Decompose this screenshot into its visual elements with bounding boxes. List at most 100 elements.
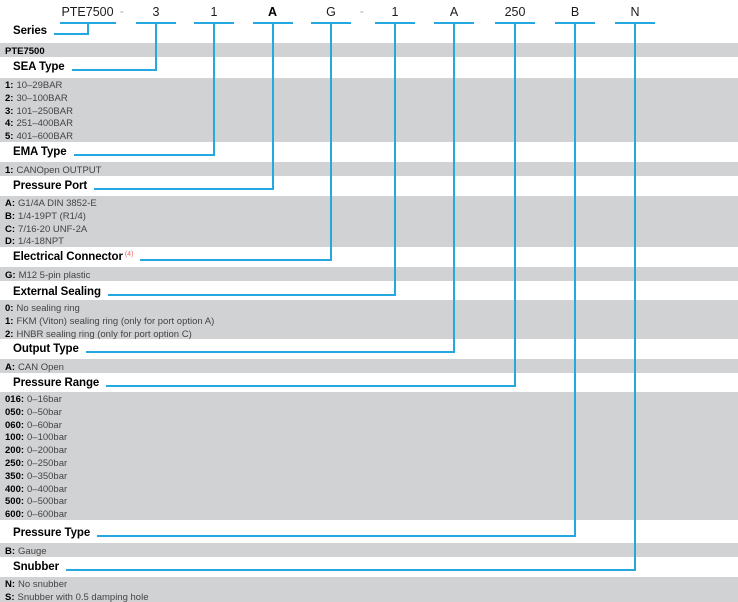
options-band-output-type: A:CAN Open [0,359,738,373]
section-heading-row-output-type: Output Type [13,343,455,356]
section-heading-sea-type: SEA Type [13,61,65,73]
option-code: D: [5,236,16,248]
code-underline [311,22,351,24]
section-heading-row-electrical-connector: Electrical Connector(4) [13,251,332,264]
connector-vline-output-type [453,24,455,353]
option-code: C: [5,223,16,235]
option-description: 1/4-19PT (R1/4) [18,210,86,222]
option-code: 100: [5,432,25,444]
option-code: G: [5,270,16,281]
code-underline [252,22,293,24]
option-description: HNBR sealing ring (only for port option … [16,329,192,340]
option-row-pressure-range-7: 400:0–400bar [0,482,738,495]
connector-hline-pressure-range [106,385,516,387]
code-segment-text: A [449,5,459,19]
section-heading-pressure-port: Pressure Port [13,180,88,192]
code-segment-series: PTE7500 [59,3,116,24]
option-row-pressure-range-5: 250:0–250bar [0,456,738,469]
code-segment-text: B [570,5,580,19]
connector-hline-series [53,33,89,35]
option-description: 101–250BAR [16,105,73,117]
connector-vline-snubber [634,24,636,571]
section-heading-row-pressure-type: Pressure Type [13,527,576,540]
connector-hline-external-sealing [107,294,396,296]
section-heading-row-pressure-port: Pressure Port [13,180,274,193]
option-code: 1: [5,165,14,176]
connector-hline-output-type [85,351,455,353]
code-segment-text: G [326,5,336,19]
option-row-pressure-port-3: D:1/4-18NPT [0,234,738,247]
connector-vline-series [86,24,89,35]
option-row-snubber-1: S:Snubber with 0.5 damping hole [0,590,738,602]
code-underline [434,22,474,24]
section-heading-snubber: Snubber [13,561,59,573]
option-code: 3: [5,105,14,117]
code-underline [194,22,234,24]
option-description: No sealing ring [16,303,80,314]
section-heading-ema-type: EMA Type [13,146,67,158]
connector-hline-snubber [65,569,636,571]
option-code: 350: [5,470,25,482]
section-heading-electrical-connector: Electrical Connector [13,251,123,263]
option-code: 400: [5,483,25,495]
option-description: 0–250bar [27,457,68,469]
option-description: No snubber [18,579,68,590]
code-underline [495,22,535,24]
option-row-sea-type-1: 2:30–100BAR [0,91,738,104]
option-row-sea-type-2: 3:101–250BAR [0,104,738,117]
section-heading-row-pressure-range: Pressure Range [13,377,516,390]
option-description: 251–400BAR [16,118,73,130]
option-row-sea-type-0: 1:10–29BAR [0,78,738,91]
option-code: B: [5,546,16,557]
option-row-series-0: PTE7500 [0,43,738,57]
option-code: 4: [5,118,14,130]
options-band-pressure-type: B:Gauge [0,543,738,557]
footnote-ref-icon: (4) [124,251,134,258]
option-description: G1/4A DIN 3852-E [18,198,97,209]
connector-vline-electrical-connector [330,24,332,261]
code-segment-text: 3 [152,5,160,19]
option-row-pressure-range-2: 060:0–60bar [0,418,738,431]
code-segment-text: N [630,5,640,19]
option-code: 016: [5,394,25,405]
connector-hline-electrical-connector [140,259,332,261]
option-description: 401–600BAR [16,131,73,143]
code-underline [59,22,116,24]
options-band-electrical-connector: G:M12 5-pin plastic [0,267,738,281]
option-code: N: [5,579,16,590]
option-description: 1/4-18NPT [18,236,64,248]
option-row-pressure-range-3: 100:0–100bar [0,430,738,443]
code-separator-dash: - [120,6,124,18]
option-row-external-sealing-0: 0:No sealing ring [0,300,738,314]
section-heading-pressure-type: Pressure Type [13,527,91,539]
option-row-pressure-range-4: 200:0–200bar [0,443,738,456]
code-segment-output-type: A [434,3,474,24]
code-segment-ema-type: 1 [194,3,234,24]
option-description: 0–400bar [27,483,68,495]
options-band-series: PTE7500 [0,43,738,57]
option-row-sea-type-4: 5:401–600BAR [0,129,738,142]
connector-vline-pressure-type [574,24,576,537]
code-segment-sea-type: 3 [136,3,176,24]
section-heading-row-external-sealing: External Sealing [13,286,396,299]
code-underline [136,22,176,24]
option-row-ema-type-0: 1:CANOpen OUTPUT [0,162,738,176]
section-heading-row-ema-type: EMA Type [13,146,215,159]
option-code: 500: [5,496,25,508]
connector-hline-pressure-type [97,535,576,537]
code-underline [375,22,415,24]
option-description: 0–60bar [27,419,62,431]
code-segment-electrical-connector: G [311,3,351,24]
section-heading-row-sea-type: SEA Type [13,61,157,74]
option-code: 2: [5,329,14,340]
option-code: S: [5,591,15,602]
option-description: 0–350bar [27,470,68,482]
option-row-pressure-range-9: 600:0–600bar [0,507,738,520]
code-segment-external-sealing: 1 [375,3,415,24]
option-code: 200: [5,445,25,457]
option-row-snubber-0: N:No snubber [0,577,738,590]
option-description: M12 5-pin plastic [18,270,91,281]
option-code: 1: [5,316,14,327]
